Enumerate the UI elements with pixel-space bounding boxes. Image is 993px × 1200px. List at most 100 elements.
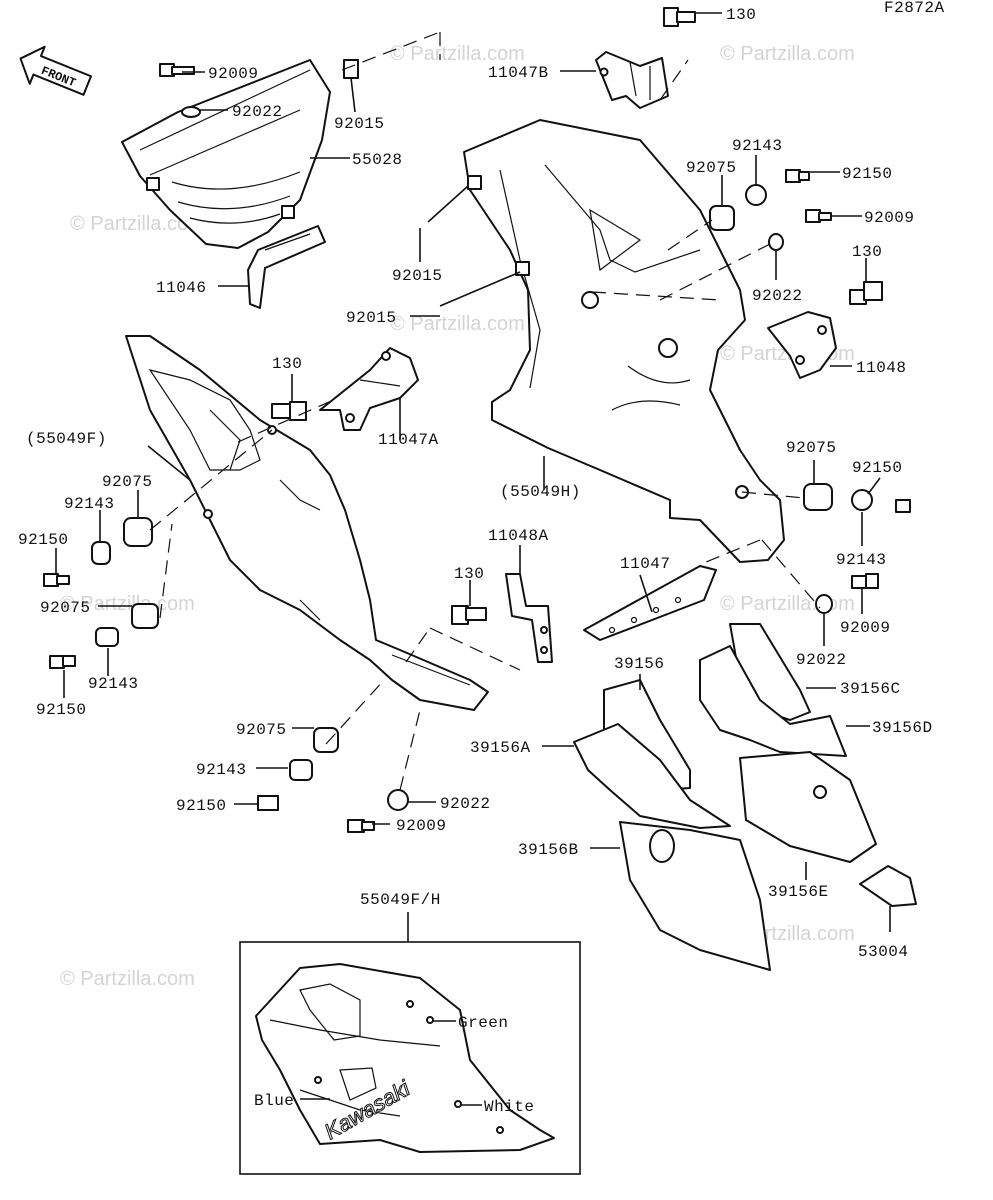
grommet-92075-icon (131, 603, 159, 629)
label-92075: 92075 (786, 439, 837, 457)
label-92150: 92150 (842, 165, 893, 183)
label-92143: 92143 (836, 551, 887, 569)
watermark: © Partzilla.com (720, 43, 855, 65)
pad-53004 (859, 865, 917, 907)
collar-92143-icon (745, 184, 767, 206)
color-label-blue: Blue (254, 1092, 294, 1110)
label-55049F: (55049F) (26, 430, 107, 448)
bolt-92009-icon (347, 819, 375, 833)
label-39156A: 39156A (470, 739, 531, 757)
label-11046: 11046 (156, 279, 207, 297)
washer-92022-icon (815, 594, 833, 614)
label-92022: 92022 (752, 287, 803, 305)
label-11048A: 11048A (488, 527, 549, 545)
label-92009: 92009 (208, 65, 259, 83)
label-92143: 92143 (196, 761, 247, 779)
watermark: © Partzilla.com (60, 968, 195, 990)
right-fairing-55049H (463, 119, 785, 563)
label-92009: 92009 (864, 209, 915, 227)
bracket-11048 (767, 311, 837, 379)
label-53004: 53004 (858, 943, 909, 961)
grommet-92075-icon (123, 517, 153, 547)
bolt-92009-icon (159, 63, 195, 77)
bracket-11047B (595, 51, 669, 109)
bolt-92150-icon (43, 573, 70, 587)
leader-lines (55, 12, 891, 942)
bolt-92009-icon (805, 209, 832, 223)
label-39156C: 39156C (840, 680, 901, 698)
label-39156B: 39156B (518, 841, 579, 859)
label-130: 130 (454, 565, 484, 583)
label-92143: 92143 (732, 137, 783, 155)
bolt-92150-icon (785, 169, 810, 183)
label-39156D: 39156D (872, 719, 933, 737)
label-92009: 92009 (840, 619, 891, 637)
label-55049H: (55049H) (500, 483, 581, 501)
washer-92022-icon (768, 233, 784, 251)
label-130: 130 (726, 6, 756, 24)
label-92075: 92075 (40, 599, 91, 617)
grommet-92075-icon (313, 727, 339, 753)
label-92022: 92022 (440, 795, 491, 813)
label-11048: 11048 (856, 359, 907, 377)
label-130: 130 (852, 243, 882, 261)
bolt-130-icon (849, 281, 883, 305)
bolt-130-icon (663, 7, 696, 27)
color-label-green: Green (458, 1014, 509, 1032)
bracket-11047A (319, 347, 419, 431)
label-130: 130 (272, 355, 302, 373)
bolt-92150-icon (895, 499, 911, 513)
grommet-92075-icon (709, 205, 735, 231)
bracket-11048A (505, 573, 553, 663)
grommet-92075-icon (803, 483, 833, 511)
label-92143: 92143 (64, 495, 115, 513)
collar-92143-icon (851, 489, 873, 511)
label-92150: 92150 (176, 797, 227, 815)
label-92015: 92015 (346, 309, 397, 327)
label-92143: 92143 (88, 675, 139, 693)
label-11047: 11047 (620, 555, 671, 573)
label-92009: 92009 (396, 817, 447, 835)
watermark: © Partzilla.com (70, 213, 205, 235)
strip-11047 (583, 565, 717, 641)
part-labels: 130 11047B 92009 92022 92015 55028 11046… (18, 6, 933, 961)
bolt-130-icon (271, 401, 307, 421)
left-fairing-55049F (125, 335, 489, 711)
pad-39156B (619, 821, 771, 971)
label-92075: 92075 (686, 159, 737, 177)
label-92022: 92022 (796, 651, 847, 669)
bracket-11046 (247, 225, 326, 309)
label-92150: 92150 (852, 459, 903, 477)
watermark: © Partzilla.com (390, 313, 525, 335)
collar-92143-icon (95, 627, 119, 647)
label-92022: 92022 (232, 103, 283, 121)
color-label-white: White (484, 1098, 535, 1116)
clip-92022-icon (181, 106, 201, 118)
collar-92143-icon (91, 541, 111, 565)
bolt-92150-icon (49, 655, 76, 669)
label-11047A: 11047A (378, 431, 439, 449)
label-92150: 92150 (18, 531, 69, 549)
label-92015: 92015 (334, 115, 385, 133)
color-inset: 55049F/H Kawasaki Green Blue White (239, 891, 581, 1175)
label-11047B: 11047B (488, 64, 549, 82)
label-92015: 92015 (392, 267, 443, 285)
collar-92143-icon (289, 759, 313, 781)
bolt-92009-icon (851, 573, 879, 589)
label-92075: 92075 (236, 721, 287, 739)
label-55028: 55028 (352, 151, 403, 169)
bolt-92150-icon (257, 795, 279, 811)
watermark: © Partzilla.com (390, 43, 525, 65)
bolt-130-icon (451, 605, 487, 625)
pad-39156E (739, 751, 877, 863)
label-92150: 92150 (36, 701, 87, 719)
diagram-code: F2872A (884, 0, 945, 17)
pad-39156A (573, 723, 731, 829)
washer-92022-icon (387, 789, 409, 811)
label-39156E: 39156E (768, 883, 829, 901)
pad-39156D (699, 645, 847, 757)
label-92075: 92075 (102, 473, 153, 491)
label-39156: 39156 (614, 655, 665, 673)
